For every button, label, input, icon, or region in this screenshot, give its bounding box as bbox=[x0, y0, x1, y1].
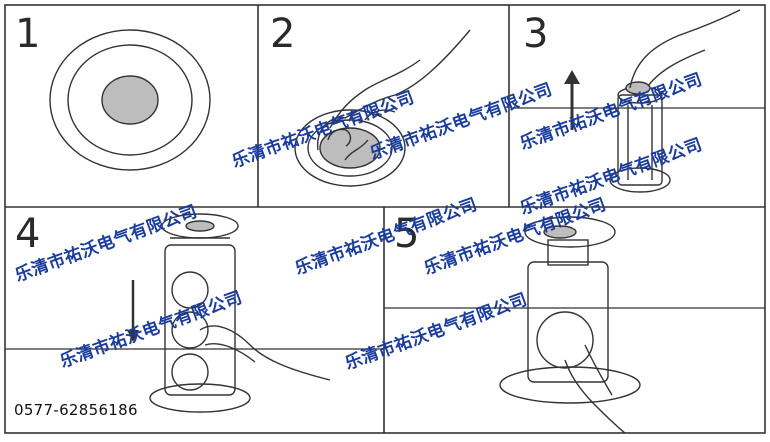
step-number: 3 bbox=[523, 11, 549, 57]
phone-number: 0577-62856186 bbox=[14, 401, 138, 419]
panel-5-in-use bbox=[499, 216, 641, 434]
panel-4-plug-in bbox=[127, 213, 331, 413]
panel-1-socket-closed bbox=[49, 29, 211, 171]
step-number: 4 bbox=[15, 211, 41, 257]
step-number: 5 bbox=[394, 211, 420, 257]
step-number: 1 bbox=[15, 11, 41, 57]
panel-3-socket-rising bbox=[564, 9, 741, 193]
panel-2-press-lid bbox=[294, 29, 471, 187]
step-number: 2 bbox=[270, 11, 296, 57]
surface-lines bbox=[5, 107, 765, 350]
panel-frames bbox=[4, 4, 766, 434]
